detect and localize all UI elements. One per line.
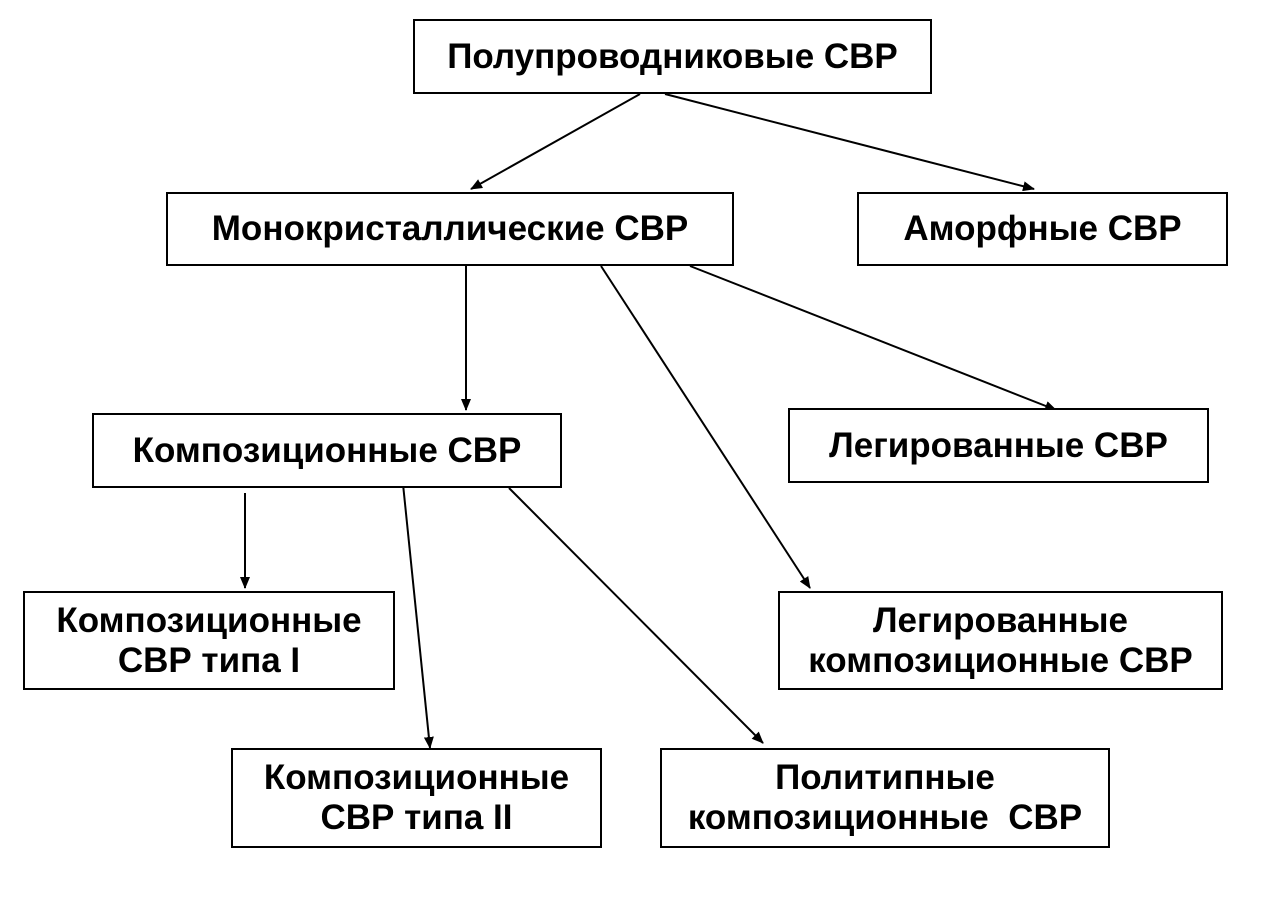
node-composite-svr-label: Композиционные СВР	[132, 430, 522, 470]
node-monocrystalline-svr: Монокристаллические СВР	[166, 192, 734, 266]
node-semiconductor-svr: Полупроводниковые СВР	[413, 19, 932, 94]
node-doped-composite-svr-line-1: Легированные	[872, 600, 1129, 640]
node-composite-svr-type-1-line-2: СВР типа I	[117, 640, 301, 680]
node-amorphous-svr: Аморфные СВР	[857, 192, 1228, 266]
node-doped-composite-svr: Легированные композиционные СВР	[778, 591, 1223, 690]
node-doped-svr: Легированные СВР	[788, 408, 1209, 483]
edge-comp-comp2	[402, 483, 434, 749]
node-amorphous-svr-label: Аморфные СВР	[903, 209, 1182, 248]
node-doped-composite-svr-line-2: композиционные СВР	[808, 640, 1193, 680]
node-composite-svr: Композиционные СВР	[92, 413, 562, 488]
node-composite-svr-type-1: Композиционные СВР типа I	[23, 591, 395, 690]
edge-root-mono	[470, 93, 641, 190]
node-polytype-composite-svr: Политипные композиционные СВР	[660, 748, 1110, 848]
node-monocrystalline-svr-label: Монокристаллические СВР	[211, 209, 689, 248]
edge-mono-dopedcomp	[600, 265, 811, 589]
node-composite-svr-type-1-line-1: Композиционные	[56, 600, 362, 640]
edge-mono-doped	[689, 265, 1057, 411]
edge-root-amorph	[664, 93, 1035, 192]
node-polytype-composite-svr-line-2: композиционные СВР	[687, 798, 1083, 837]
node-composite-svr-type-2-line-1: Композиционные	[263, 758, 570, 797]
node-composite-svr-type-2: Композиционные СВР типа II	[231, 748, 602, 848]
node-polytype-composite-svr-line-1: Политипные	[775, 758, 995, 797]
node-doped-svr-label: Легированные СВР	[829, 425, 1168, 465]
node-semiconductor-svr-label: Полупроводниковые СВР	[447, 36, 898, 76]
node-composite-svr-type-2-line-2: СВР типа II	[320, 798, 513, 837]
edge-comp-polytype	[508, 487, 764, 744]
